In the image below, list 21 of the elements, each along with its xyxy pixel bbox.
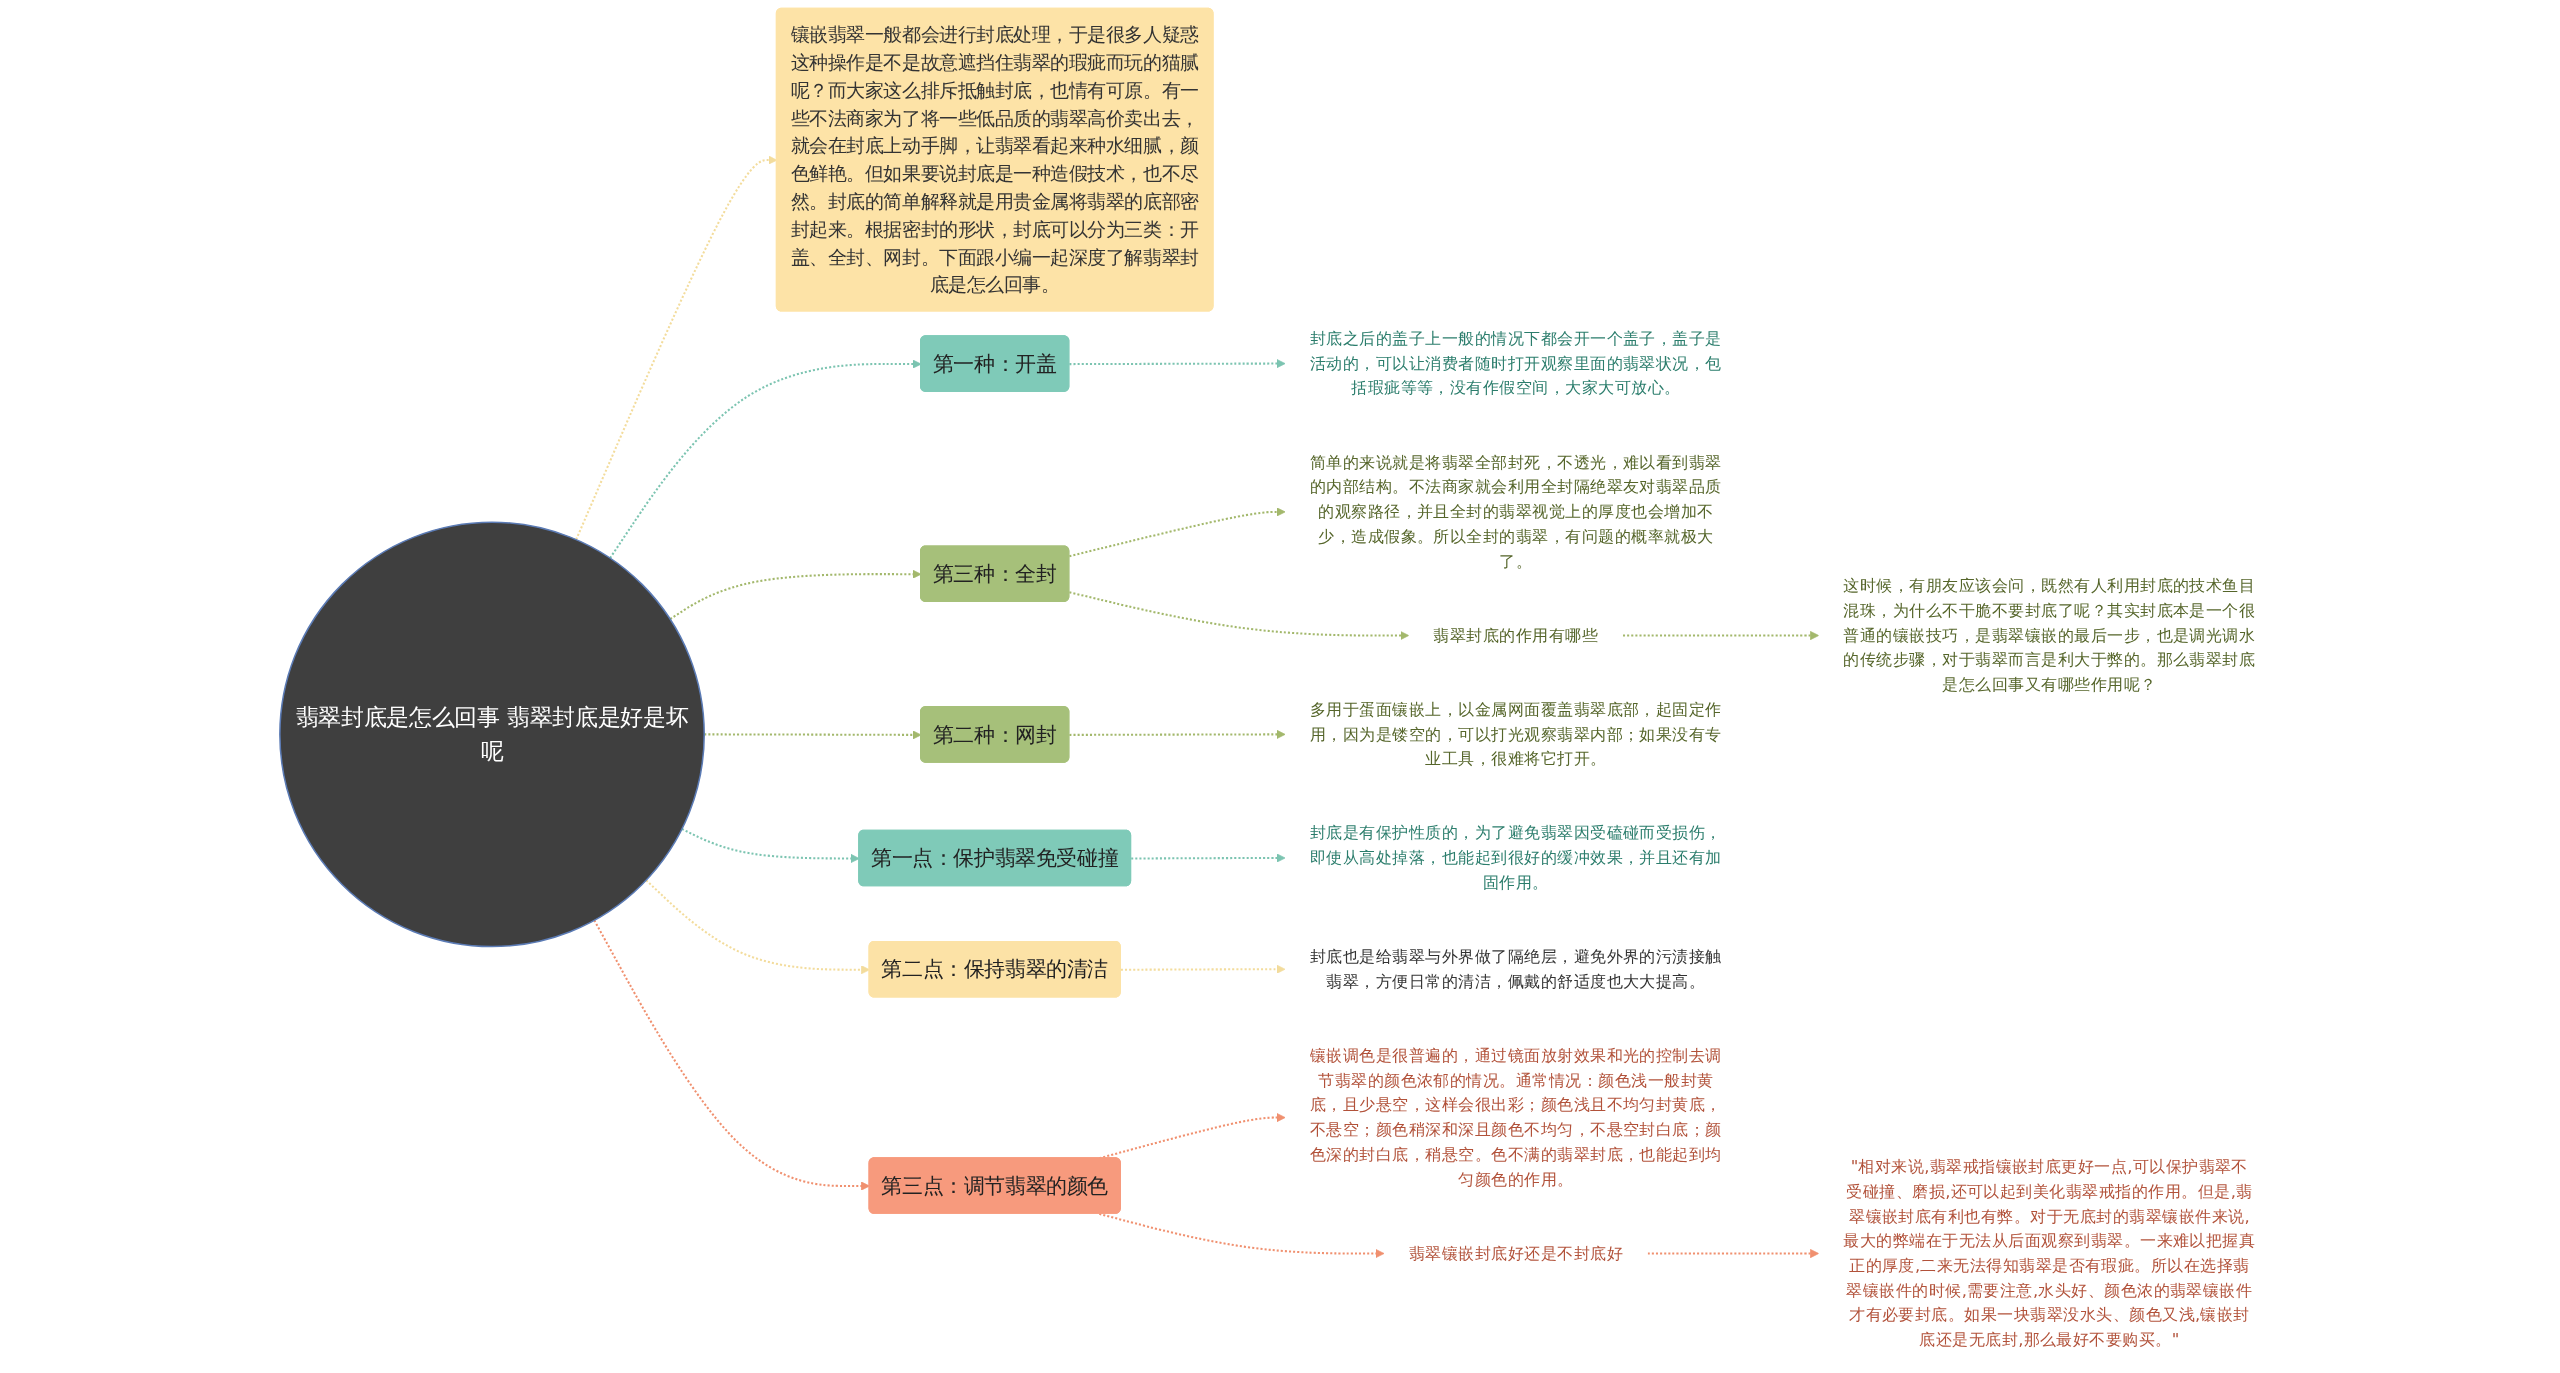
node-text: 翡翠镶嵌封底好还是不封底好 (1408, 1243, 1623, 1263)
node-text: 镶嵌调色是很普遍的，通过镜面放射效果和光的控制去调节翡翠的颜色浓郁的情况。通常情况：颜色浅一般封黄底，且少悬空，这样会很出彩；颜色浅且不均匀封黄底，不悬空；颜色稍深和深且颜色不均匀，不悬空封白底；颜色深的封白底，稍悬空。色不满的翡翠封底，也能起到均匀颜色的作用。 (1309, 1045, 1722, 1189)
node-text: 这时候，有朋友应该会问，既然有人利用封底的技术鱼目混珠，为什么不干脆不要封底了呢？其实封底本是一个很普通的镶嵌技巧，是翡翠镶嵌的最后一步，也是调光调水的传统步骤，对于翡翠而言是利大于弊的。那么翡翠封底是怎么回事又有哪些作用呢？ (1843, 575, 2256, 695)
arrow (1623, 631, 1820, 641)
node-text: 简单的来说就是将翡翠全部封死，不透光，难以看到翡翠的内部结构。不法商家就会利用全封隔绝翠友对翡翠品质的观察路径，并且全封的翡翠视觉上的厚度也会增加不少，造成假象。所以全封的翡翠，有问题的概率就极大了。 (1309, 452, 1722, 571)
arrow (1069, 507, 1286, 558)
node-circle: 翡翠封底是怎么回事 翡翠封底是好是坏呢 (279, 521, 705, 948)
node-text: 翡翠封底的作用有哪些 (1433, 625, 1599, 645)
node-text: 多用于蛋面镶嵌上，以金属网面覆盖翡翠底部，起固定作用，因为是镂空的，可以打光观察翡翠内部；如果没有专业工具，很难将它打开。 (1309, 699, 1722, 769)
arrow (645, 879, 870, 975)
arrow (1131, 853, 1286, 863)
node-text: "相对来说,翡翠戒指镶嵌封底更好一点,可以保护翡翠不受碰撞、磨损,还可以起到美化翡翠戒指的作用。但是,翡翠镶嵌封底有利也有弊。对于无底封的翡翠镶嵌件来说,最大的弊端在于无法从后面观察到翡翠。一来难以把握真正的厚度,二来无法得知翡翠是否有瑕疵。所以在选择翡翠镶嵌件的时候,需要注意,水头好、颜色浓的翡翠镶嵌件才有必要封底。如果一块翡翠没水头、颜色又浅,镶嵌封底还是无底封,那么最好不要购买。" (1843, 1156, 2256, 1350)
arrow (593, 919, 870, 1191)
arrow (1069, 359, 1286, 369)
node-text: 封底也是给翡翠与外界做了隔绝层，避免外界的污渍接触翡翠，方便日常的清洁，佩戴的舒适度也大大提高。 (1309, 946, 1722, 991)
arrow (1069, 591, 1410, 641)
node-text: 封底是有保护性质的，为了避免翡翠因受磕碰而受损伤，即使从高处掉落，也能起到很好的缓冲效果，并且还有加固作用。 (1309, 822, 1722, 892)
arrow (1099, 1212, 1385, 1259)
arrow (1069, 729, 1286, 739)
arrow (1647, 1249, 1820, 1259)
node-text: 封底之后的盖子上一般的情况下都会开一个盖子，盖子是活动的，可以让消费者随时打开观察里面的翡翠状况，包括瑕疵等等，没有作假空间，大家大可放心。 (1309, 328, 1722, 398)
